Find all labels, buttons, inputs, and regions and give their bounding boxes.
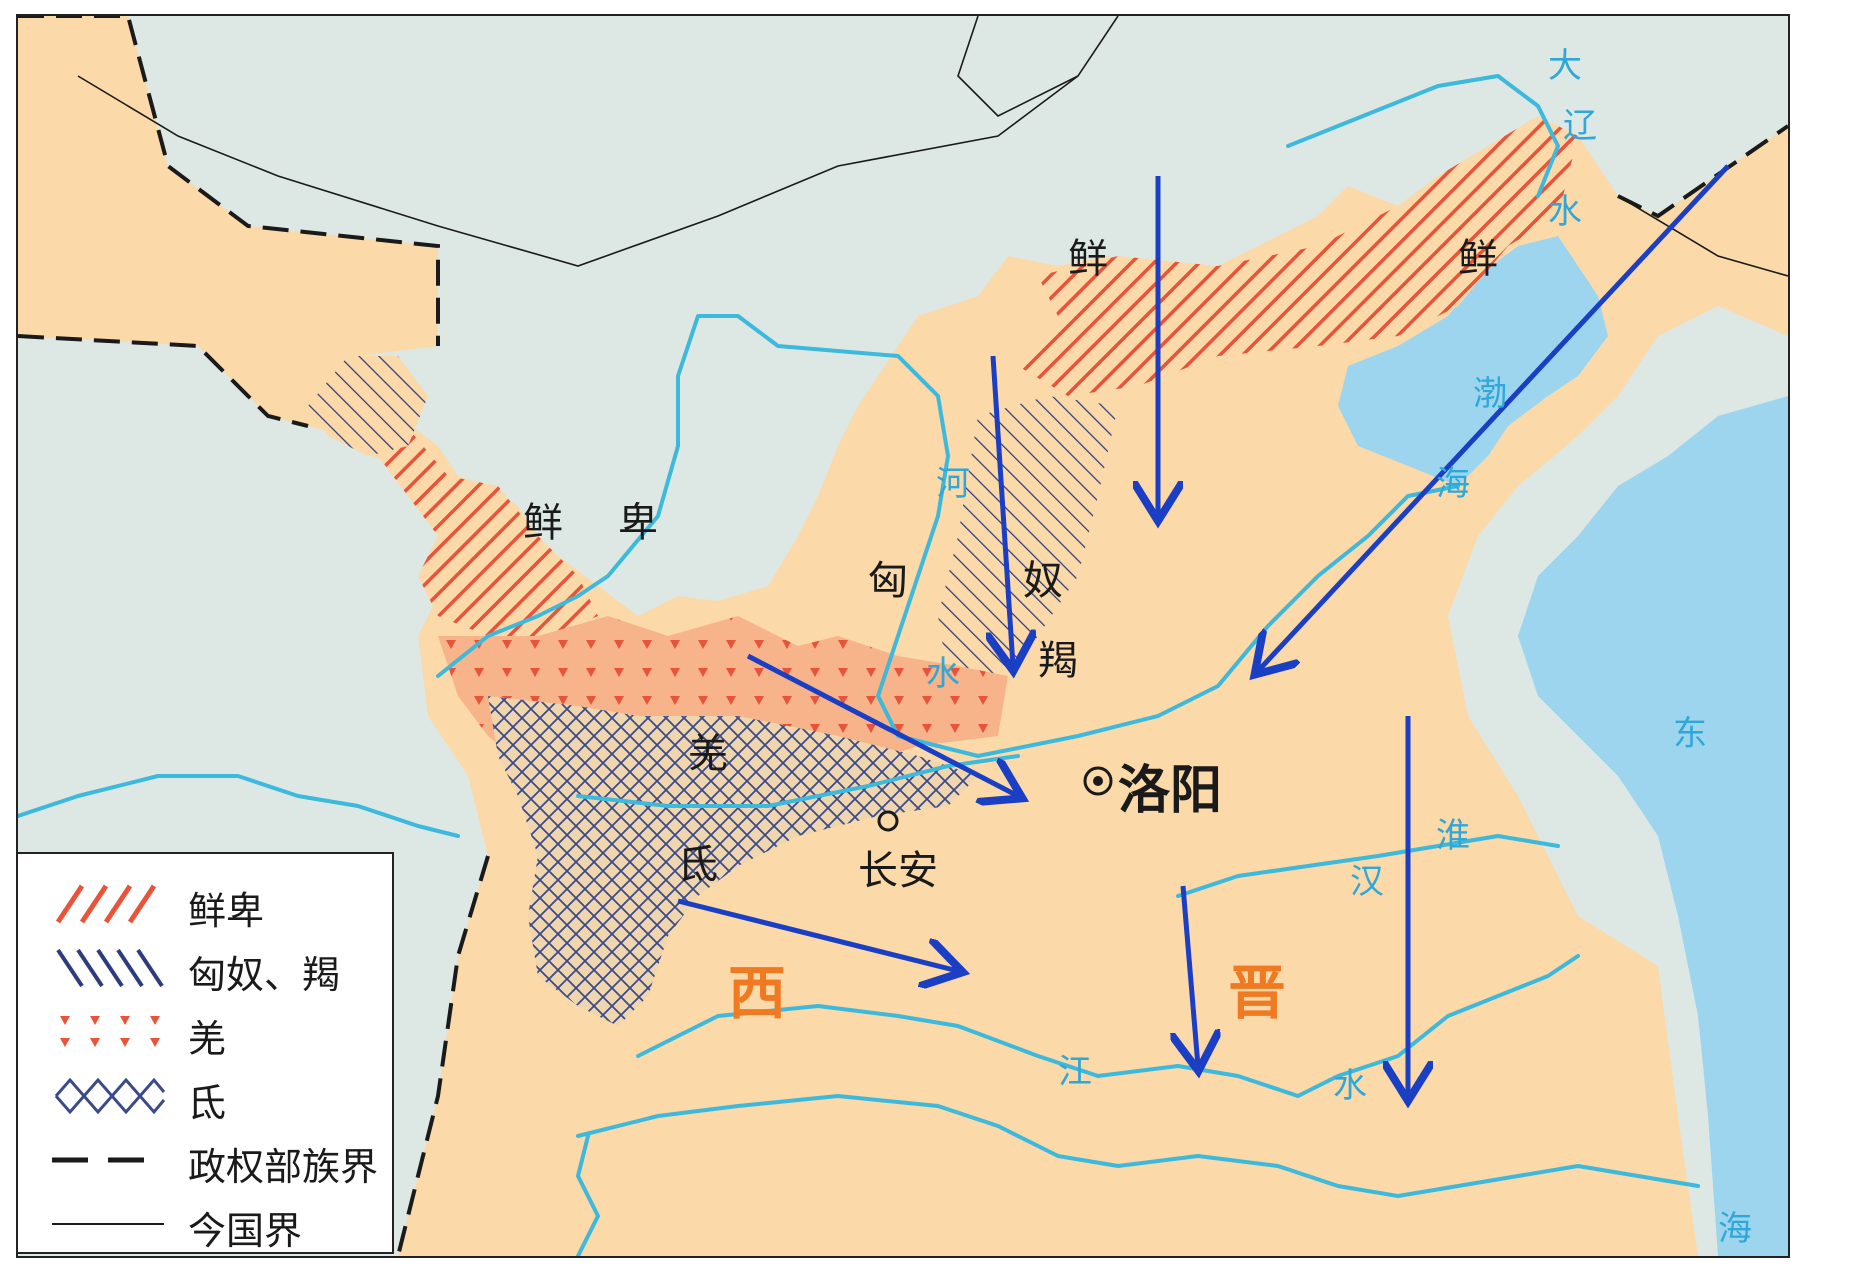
label-jie: 羯 [1038, 638, 1078, 684]
migration-arrows [677, 164, 1730, 1096]
label-water-shui-south: 水 [1333, 1066, 1367, 1106]
modern-borders [77, 16, 1788, 277]
river-yangtze [576, 1094, 1700, 1198]
border-dashed-northeast [1617, 124, 1788, 219]
legend-swatch-red-triangles [60, 1016, 160, 1047]
legend-item-xiongnu: 匈奴、羯 [18, 938, 392, 998]
legend-swatch-solid-line [52, 1223, 164, 1225]
label-water-bohai-a: 渤 [1473, 374, 1507, 414]
legend-label-dashed-border: 政权部族界 [188, 1145, 379, 1189]
label-water-shui-north: 水 [926, 654, 960, 694]
label-water-hai: 海 [1718, 1209, 1752, 1249]
label-xianbei-north: 鲜 [1068, 236, 1108, 282]
region-xianbei-west [378, 416, 598, 636]
legend-item-qiang: 羌 [18, 1002, 392, 1062]
label-water-han: 汉 [1350, 862, 1384, 902]
border-dashed-north [18, 16, 440, 346]
arrow-xiongnu-south [993, 355, 1013, 666]
arrow-di-east [677, 898, 958, 971]
label-xianbei-west-a: 鲜 [523, 500, 563, 546]
label-xiongnu-a: 匈 [868, 558, 908, 604]
river-huai [1176, 834, 1560, 898]
label-water-he: 河 [936, 464, 970, 504]
border-modern-northwest [957, 16, 1079, 117]
label-water-liao-a: 大 [1548, 46, 1582, 86]
label-water-jiang: 江 [1058, 1052, 1092, 1092]
river-south [576, 1134, 600, 1256]
legend-label-xiongnu: 匈奴、羯 [188, 953, 341, 997]
city-luoyang-marker [1083, 766, 1113, 796]
legend: 鲜卑 匈奴、羯 羌 氐 [16, 852, 394, 1254]
label-water-huai: 淮 [1436, 816, 1470, 856]
label-water-liao-c: 水 [1548, 192, 1582, 232]
arrow-northeast-sw [1258, 164, 1730, 671]
label-luoyang: 洛阳 [1118, 761, 1223, 821]
legend-label-xianbei: 鲜卑 [188, 889, 265, 933]
label-water-bohai-b: 海 [1436, 464, 1470, 504]
border-modern-north [77, 16, 1119, 267]
label-di: 氐 [678, 842, 718, 888]
river-west [18, 774, 460, 838]
legend-swatch-red-hatch [55, 884, 157, 924]
arrow-luoyang-south [1183, 885, 1198, 1066]
sea-east [1518, 396, 1788, 1256]
region-xiongnu-west [308, 356, 428, 456]
legend-item-solid-border: 今国界 [18, 1194, 392, 1254]
legend-swatch-blue-crosshatch [54, 1077, 166, 1115]
legend-item-dashed-border: 政权部族界 [18, 1130, 392, 1190]
legend-item-di: 氐 [18, 1066, 392, 1126]
label-qiang: 羌 [688, 731, 728, 777]
legend-label-di: 氐 [188, 1081, 227, 1125]
label-state-jin: 晋 [1228, 959, 1287, 1027]
region-xiongnu-central [938, 396, 1118, 706]
border-dashed-west [18, 334, 309, 428]
label-xianbei-east: 鲜 [1458, 236, 1498, 282]
legend-label-solid-border: 今国界 [188, 1209, 303, 1253]
legend-label-qiang: 羌 [188, 1017, 227, 1061]
label-water-dong: 东 [1673, 714, 1707, 754]
sea-bohai [1338, 236, 1608, 486]
label-changan: 长安 [858, 848, 938, 894]
border-modern-east [1617, 195, 1788, 277]
legend-swatch-dashed-line [52, 1157, 164, 1163]
river-liao [1286, 74, 1560, 198]
label-xiongnu-b: 奴 [1023, 558, 1063, 604]
city-changan-marker [877, 810, 899, 832]
legend-swatch-blue-hatch [56, 948, 164, 988]
region-di [488, 696, 978, 1026]
label-xianbei-west-b: 卑 [618, 500, 658, 546]
label-state-xi: 西 [728, 959, 787, 1027]
arrow-qiang-se [746, 653, 1018, 796]
river-yellow [436, 314, 1460, 758]
legend-item-xianbei: 鲜卑 [18, 874, 392, 934]
border-dashed-southwest [396, 855, 490, 1256]
label-water-liao-b: 辽 [1563, 106, 1597, 146]
regime-borders [18, 16, 1788, 1256]
